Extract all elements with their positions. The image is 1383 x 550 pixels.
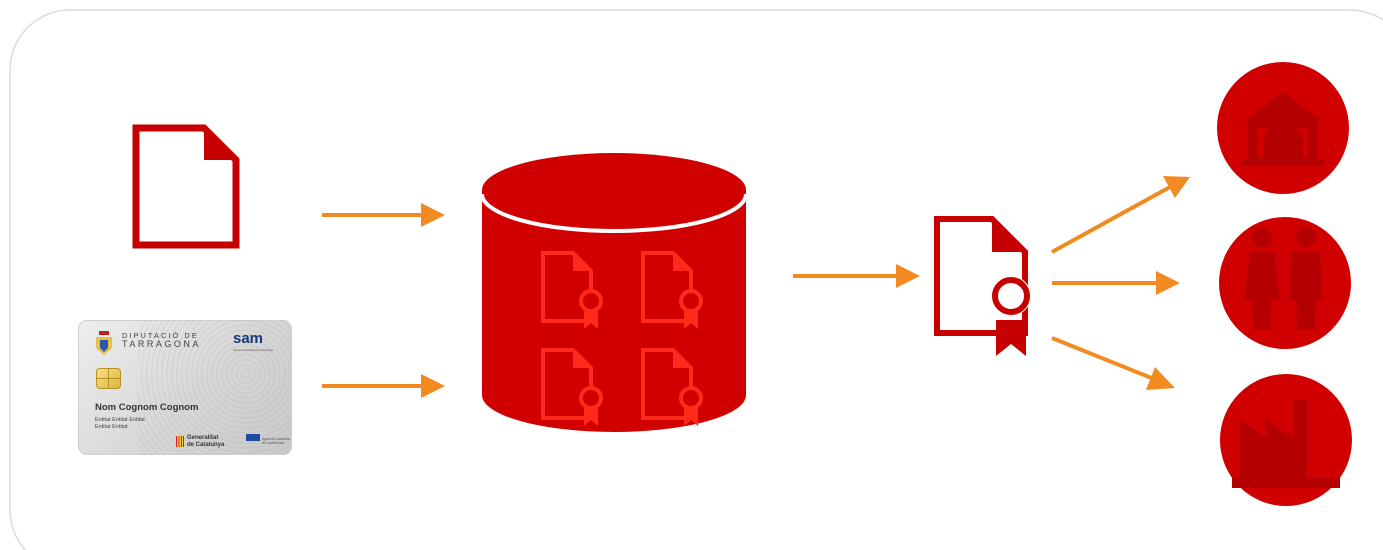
arrow-to-citizens <box>1052 271 1180 295</box>
card-entity-line1: Entitat Entitat Entitat <box>95 417 145 423</box>
citizens-couple-icon <box>1219 217 1351 349</box>
stored-certificate-icon <box>541 251 603 329</box>
stored-certificate-icon <box>641 348 703 426</box>
card-holder-name: Nom Cognom Cognom <box>95 402 199 413</box>
card-issuer-line2: de Catalunya <box>187 442 225 448</box>
card-partner-text: Agència Catalana de Certificació <box>262 437 290 445</box>
factory-icon <box>1220 374 1352 506</box>
institution-building-icon <box>1217 62 1349 194</box>
stored-certificate-icon <box>541 348 603 426</box>
arrow-to-institution <box>1051 176 1190 254</box>
card-org-line1: DIPUTACIÓ DE <box>122 331 199 340</box>
certified-document-icon <box>934 216 1031 356</box>
card-entity-line2: Entitat Entitat <box>95 424 128 430</box>
id-card-image: DIPUTACIÓ DE TARRAGONA sam Servei d'Assi… <box>78 320 292 455</box>
smart-chip-icon <box>96 368 121 389</box>
card-issuer-line1: Generalitat <box>187 435 219 441</box>
arrow-document-to-database <box>322 203 445 227</box>
partner-logo-icon <box>246 434 260 441</box>
coat-of-arms-icon <box>96 331 112 355</box>
arrow-database-to-certificate <box>793 264 920 288</box>
generalitat-logo-icon <box>176 436 184 447</box>
card-brand-sub: Servei d'Assistència Municipal <box>233 348 274 352</box>
arrow-card-to-database <box>322 374 445 398</box>
database-icon <box>480 153 748 432</box>
document-icon <box>132 124 240 249</box>
card-brand: sam <box>233 330 264 347</box>
fingerprint-background <box>138 320 292 455</box>
arrow-to-business <box>1051 336 1175 390</box>
card-org-line2: TARRAGONA <box>122 339 201 349</box>
stored-certificate-icon <box>641 251 703 329</box>
